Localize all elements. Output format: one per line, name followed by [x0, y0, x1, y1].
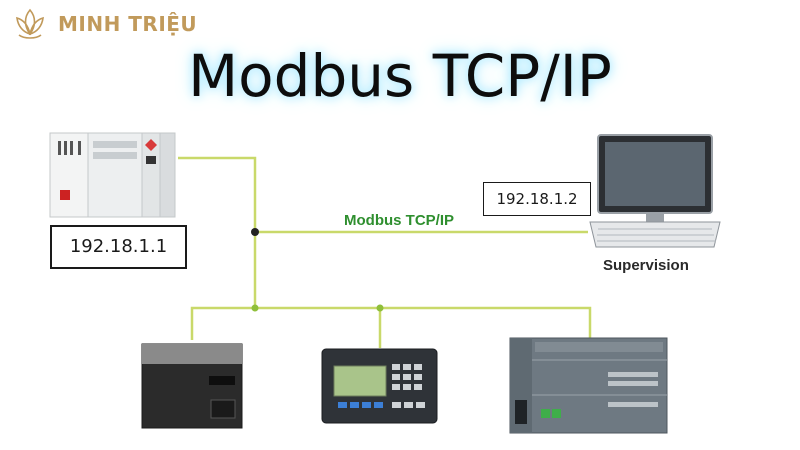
page-title: Modbus TCP/IP	[188, 42, 612, 110]
plc-ip-label: 192.18.1.1	[50, 225, 187, 269]
hmi-panel-icon	[321, 348, 438, 424]
field-bus-line	[190, 306, 592, 340]
computer-icon	[589, 134, 721, 248]
plc-module-icon	[509, 337, 668, 434]
plc-link-line	[178, 156, 257, 308]
bus-node-left	[251, 304, 259, 312]
junction-node	[251, 228, 259, 236]
brand-header: MINH TRIỆU	[10, 4, 197, 44]
plc-icon	[49, 132, 176, 218]
bus-node-center	[376, 304, 384, 312]
lotus-logo-icon	[16, 8, 44, 39]
network-label: Modbus TCP/IP	[344, 212, 454, 229]
drive-unit-icon	[141, 343, 243, 429]
supervision-label: Supervision	[603, 257, 689, 274]
network-lines	[178, 156, 592, 348]
supervision-ip-label: 192.18.1.2	[483, 182, 591, 216]
brand-name: MINH TRIỆU	[58, 12, 198, 36]
